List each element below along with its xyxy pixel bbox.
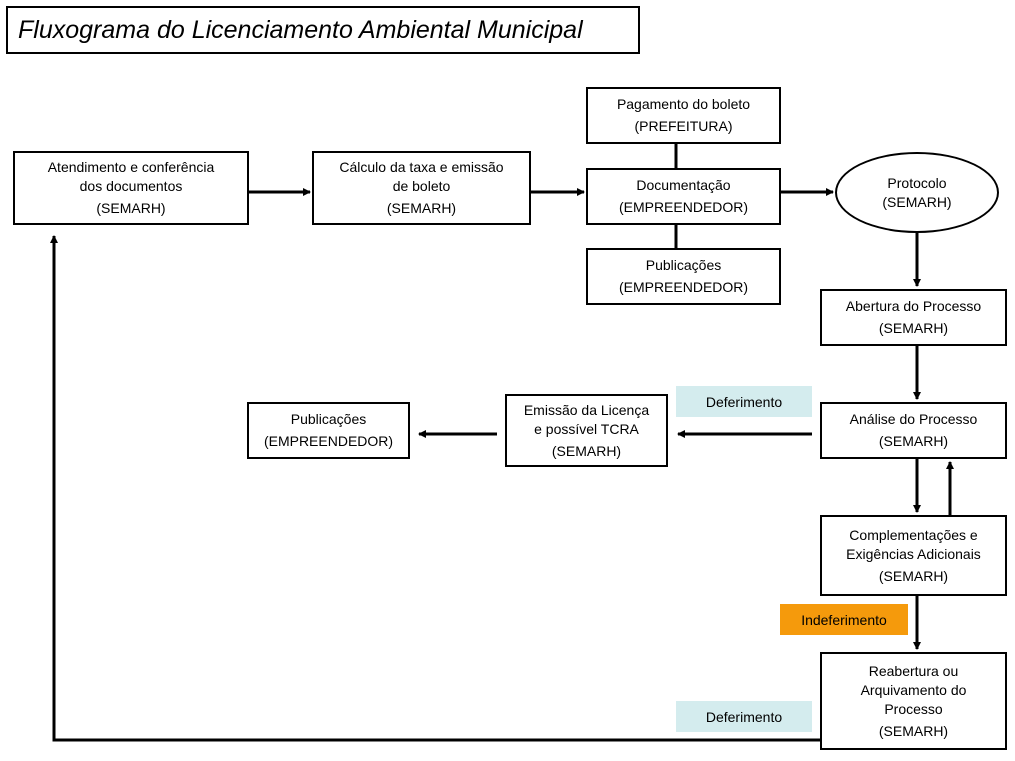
arrow-reabertura-to-atendimento — [50, 235, 820, 742]
node-pagamento-line1: Pagamento do boleto — [616, 96, 751, 112]
node-emissao-line2: e possível TCRA — [534, 420, 639, 437]
label-deferimento-bottom: Deferimento — [676, 701, 812, 732]
node-documentacao-line1: Documentação — [636, 177, 731, 193]
node-publicacoes-left-line1: Publicações — [290, 411, 367, 427]
node-emissao: Emissão da Licença e possível TCRA (SEMA… — [505, 394, 668, 467]
node-complementacoes-org: (SEMARH) — [878, 567, 949, 584]
node-publicacoes-left: Publicações (EMPREENDEDOR) — [247, 402, 410, 459]
node-calculo-line1: Cálculo da taxa e emissão — [339, 159, 504, 175]
node-reabertura-org: (SEMARH) — [878, 722, 949, 739]
node-protocolo-line1: Protocolo — [887, 174, 947, 191]
node-calculo-line2: de boleto — [392, 178, 451, 194]
node-reabertura-line1: Reabertura ou — [868, 662, 959, 679]
node-publicacoes-top-line1: Publicações — [645, 257, 722, 273]
label-deferimento-top: Deferimento — [676, 386, 812, 417]
node-emissao-line1: Emissão da Licença — [523, 401, 650, 418]
node-publicacoes-top: Publicações (EMPREENDEDOR) — [586, 248, 781, 305]
node-protocolo-org: (SEMARH) — [882, 193, 952, 210]
node-calculo: Cálculo da taxa e emissão de boleto (SEM… — [312, 151, 531, 225]
node-complementacoes-line2: Exigências Adicionais — [846, 545, 981, 562]
diagram-title: Fluxograma do Licenciamento Ambiental Mu… — [6, 6, 640, 54]
node-reabertura: Reabertura ou Arquivamento do Processo (… — [820, 652, 1007, 750]
label-indeferimento: Indeferimento — [780, 604, 908, 635]
node-atendimento-line1: Atendimento e conferência — [47, 159, 215, 175]
node-atendimento-line2: dos documentos — [79, 178, 183, 194]
node-reabertura-line2: Arquivamento do — [860, 681, 967, 698]
node-publicacoes-top-org: (EMPREENDEDOR) — [618, 279, 749, 295]
node-analise: Análise do Processo (SEMARH) — [820, 402, 1007, 459]
node-analise-line1: Análise do Processo — [849, 411, 978, 427]
node-pagamento-org: (PREFEITURA) — [634, 118, 733, 134]
node-documentacao: Documentação (EMPREENDEDOR) — [586, 168, 781, 225]
node-documentacao-org: (EMPREENDEDOR) — [618, 199, 749, 215]
node-pagamento: Pagamento do boleto (PREFEITURA) — [586, 87, 781, 144]
node-publicacoes-left-org: (EMPREENDEDOR) — [263, 433, 394, 449]
node-analise-org: (SEMARH) — [878, 433, 949, 449]
node-atendimento-org: (SEMARH) — [96, 200, 166, 216]
node-abertura-org: (SEMARH) — [878, 320, 949, 336]
node-emissao-org: (SEMARH) — [551, 442, 622, 459]
node-abertura-line1: Abertura do Processo — [845, 298, 982, 314]
node-protocolo: Protocolo (SEMARH) — [835, 152, 999, 233]
node-complementacoes-line1: Complementações e — [849, 526, 978, 543]
node-calculo-org: (SEMARH) — [386, 200, 457, 216]
node-atendimento: Atendimento e conferência dos documentos… — [13, 151, 249, 225]
node-reabertura-line3: Processo — [884, 700, 943, 717]
node-abertura: Abertura do Processo (SEMARH) — [820, 289, 1007, 346]
node-complementacoes: Complementações e Exigências Adicionais … — [820, 515, 1007, 596]
